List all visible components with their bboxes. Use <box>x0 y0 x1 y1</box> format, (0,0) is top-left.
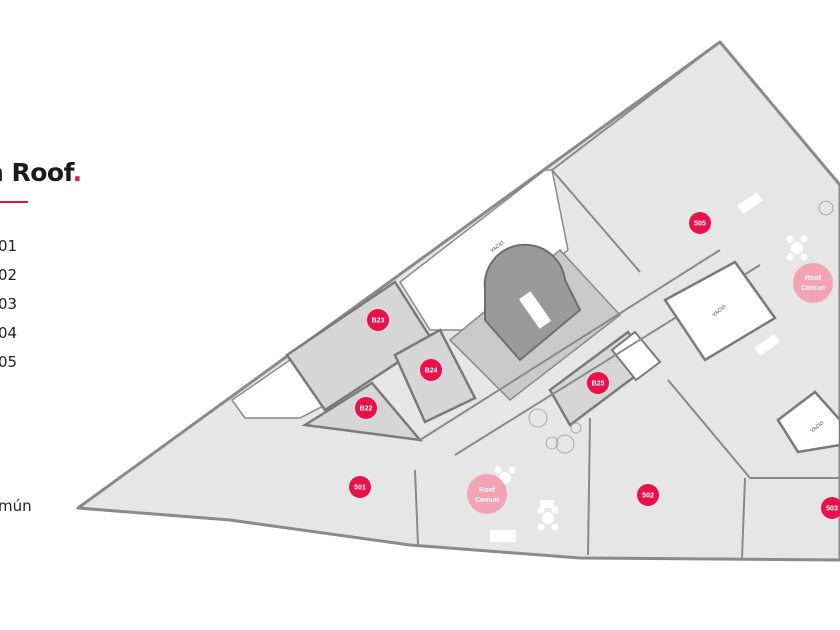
furniture <box>737 192 763 214</box>
svg-text:503: 503 <box>826 506 838 513</box>
furniture <box>540 500 554 508</box>
partition-wall <box>414 469 419 546</box>
partition-wall <box>587 417 591 556</box>
partition-wall <box>667 379 840 479</box>
furniture <box>490 530 516 542</box>
title-underline <box>0 201 28 203</box>
legend-item-03[interactable]: 03 <box>0 295 18 313</box>
unit-badge-b24[interactable]: B24 <box>420 359 442 381</box>
svg-text:501: 501 <box>354 485 366 492</box>
svg-text:B25: B25 <box>592 381 605 388</box>
svg-text:B22: B22 <box>360 406 373 413</box>
partition-wall <box>551 169 641 273</box>
legend-item-04[interactable]: 04 <box>0 324 18 342</box>
service-box <box>610 330 662 382</box>
legend-item-roof-comun[interactable]: mún <box>0 497 32 515</box>
svg-text:502: 502 <box>642 493 654 500</box>
stair-core <box>448 243 622 401</box>
unit-badge-b25[interactable]: B25 <box>587 372 609 394</box>
svg-text:B23: B23 <box>372 318 385 325</box>
unit-badge-501[interactable]: 501 <box>349 476 371 498</box>
svg-text:Roof: Roof <box>805 275 822 282</box>
table-chairs <box>494 235 808 531</box>
svg-text:B24: B24 <box>425 368 438 375</box>
legend-item-02[interactable]: 02 <box>0 266 18 284</box>
svg-text:505: 505 <box>694 221 706 228</box>
corridor-wall <box>419 249 721 441</box>
partition-wall <box>741 477 746 559</box>
unit-badge-502[interactable]: 502 <box>637 484 659 506</box>
svg-text:Roof: Roof <box>479 487 496 494</box>
void-area-left <box>230 358 327 419</box>
svg-text:Comun: Comun <box>801 285 825 292</box>
plants <box>528 200 834 454</box>
void-area-upper <box>399 169 569 331</box>
unit-badge-505[interactable]: 505 <box>689 212 711 234</box>
legend-item-05[interactable]: 05 <box>0 353 18 371</box>
legend-item-01[interactable]: 01 <box>0 237 18 255</box>
unit-badge-503[interactable]: 503 <box>821 497 840 519</box>
roof-comun-badge-center[interactable]: Roof Comun <box>467 474 507 514</box>
roof-comun-badge-right[interactable]: Roof Comun <box>793 263 833 303</box>
void-area-lower-right <box>776 390 840 454</box>
unit-badge-b22[interactable]: B22 <box>355 397 377 419</box>
unit-badge-b23[interactable]: B23 <box>367 309 389 331</box>
svg-text:Comun: Comun <box>475 497 499 504</box>
void-area-right <box>663 260 777 362</box>
furniture <box>754 334 780 356</box>
page-title: n Roof. <box>0 158 82 187</box>
partition-wall <box>551 41 721 171</box>
